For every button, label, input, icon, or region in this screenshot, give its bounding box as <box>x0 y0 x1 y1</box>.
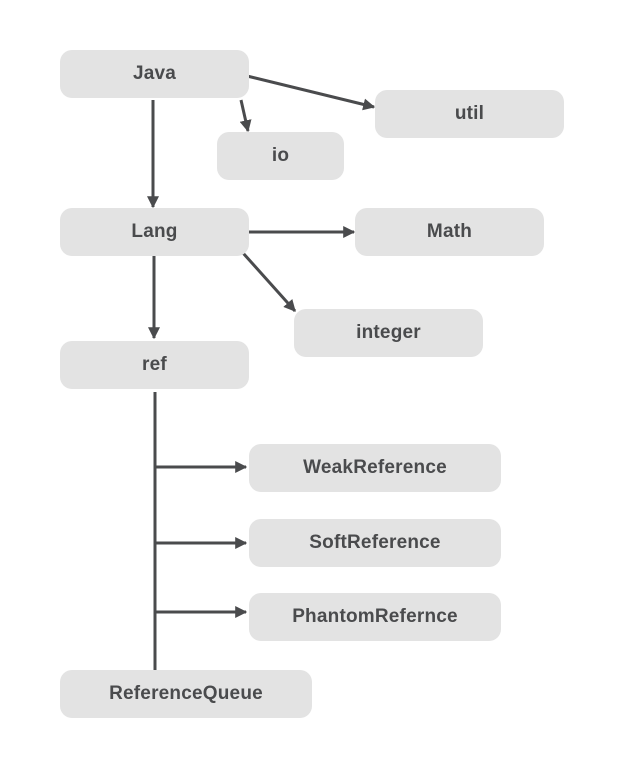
node-phantom-reference: PhantomRefernce <box>249 593 501 641</box>
node-soft-reference: SoftReference <box>249 519 501 567</box>
node-io: io <box>217 132 344 180</box>
edge-lang-integer <box>241 251 297 313</box>
node-reference-queue: ReferenceQueue <box>60 670 312 718</box>
node-util: util <box>375 90 564 138</box>
edge-java-util <box>246 74 376 111</box>
node-integer: integer <box>294 309 483 357</box>
node-ref: ref <box>60 341 249 389</box>
node-java: Java <box>60 50 249 98</box>
node-weak-reference: WeakReference <box>249 444 501 492</box>
node-math: Math <box>355 208 544 256</box>
node-lang: Lang <box>60 208 249 256</box>
edge-java-io <box>239 99 252 133</box>
